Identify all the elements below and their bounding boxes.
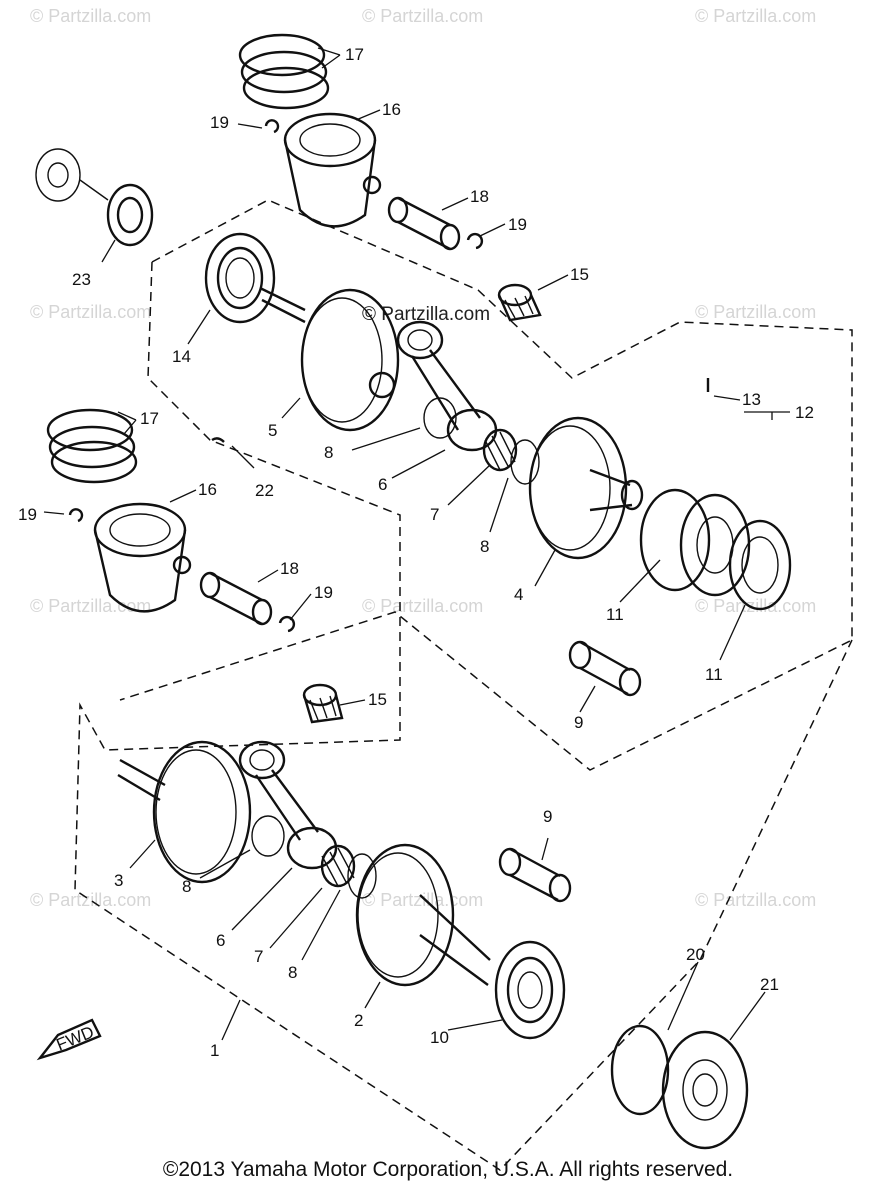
crank-pin-9-upper (568, 640, 642, 697)
copyright-notice: ©2013 Yamaha Motor Corporation, U.S.A. A… (162, 1158, 734, 1181)
watermark-center: © Partzilla.com (362, 304, 490, 325)
watermark: © Partzilla.com (30, 6, 151, 26)
callout-5: 5 (268, 421, 277, 440)
watermark: © Partzilla.com (30, 596, 151, 616)
main-bearing-10 (494, 940, 566, 1040)
callout-8: 8 (288, 963, 297, 982)
piston-upper (264, 112, 382, 228)
callout-8: 8 (480, 537, 489, 556)
callout-20: 20 (686, 945, 705, 964)
callout-18: 18 (280, 559, 299, 578)
connecting-rod-lower (238, 740, 338, 870)
callout-13: 13 (742, 390, 761, 409)
callout-6: 6 (216, 931, 225, 950)
callout-10: 10 (430, 1028, 449, 1047)
oil-seal-23 (35, 148, 154, 247)
watermark: © Partzilla.com (362, 890, 483, 910)
callout-23: 23 (72, 270, 91, 289)
needle-bearing-lower (302, 683, 344, 724)
callout-9: 9 (574, 713, 583, 732)
fwd-arrow-icon: FWD (36, 1018, 102, 1061)
main-bearing-14 (204, 232, 276, 324)
piston-lower (68, 502, 192, 613)
callout-14: 14 (172, 347, 191, 366)
callout-7: 7 (430, 505, 439, 524)
crank-wheel-3 (117, 740, 252, 884)
callout-21: 21 (760, 975, 779, 994)
piston-rings-lower (46, 408, 138, 484)
watermark: © Partzilla.com (695, 890, 816, 910)
piston-pin-upper (387, 196, 484, 251)
circlip-20 (610, 1024, 670, 1116)
callout-19: 19 (508, 215, 527, 234)
key-22 (211, 437, 225, 443)
crank-wheel-2 (355, 843, 491, 987)
watermark: © Partzilla.com (695, 596, 816, 616)
callout-15: 15 (570, 265, 589, 284)
crank-wheel-5 (259, 286, 400, 432)
needle-bearing-upper (497, 283, 542, 322)
callout-2: 2 (354, 1011, 363, 1030)
callout-6: 6 (378, 475, 387, 494)
callout-19: 19 (18, 505, 37, 524)
callouts: 17 17 16 16 19 19 19 19 18 18 15 15 23 1… (18, 45, 814, 1060)
callout-12: 12 (795, 403, 814, 422)
piston-pin-lower (199, 571, 296, 633)
center-bearing-12 (639, 378, 792, 611)
watermark: © Partzilla.com (362, 596, 483, 616)
watermark: © Partzilla.com (30, 890, 151, 910)
watermark: © Partzilla.com (695, 6, 816, 26)
callout-9: 9 (543, 807, 552, 826)
assembly-outlines (74, 199, 853, 1171)
needle-bearing-7-upper (482, 428, 540, 485)
callout-7: 7 (254, 947, 263, 966)
cover-21 (661, 1030, 749, 1150)
callout-18: 18 (470, 187, 489, 206)
callout-19: 19 (314, 583, 333, 602)
fwd-label: FWD (54, 1022, 97, 1054)
leader-lines (43, 47, 790, 1041)
piston-rings-upper (238, 33, 330, 110)
callout-8: 8 (182, 877, 191, 896)
watermark: © Partzilla.com (362, 6, 483, 26)
callout-11: 11 (705, 665, 723, 684)
callout-8: 8 (324, 443, 333, 462)
callout-22: 22 (255, 481, 274, 500)
callout-17: 17 (140, 409, 159, 428)
callout-15: 15 (368, 690, 387, 709)
callout-1: 1 (210, 1041, 219, 1060)
callout-17: 17 (345, 45, 364, 64)
watermark: © Partzilla.com (695, 302, 816, 322)
watermark: © Partzilla.com (30, 302, 151, 322)
callout-4: 4 (514, 585, 523, 604)
callout-19: 19 (210, 113, 229, 132)
callout-16: 16 (198, 480, 217, 499)
callout-3: 3 (114, 871, 123, 890)
crank-wheel-4 (528, 416, 644, 560)
needle-bearing-7-lower (320, 844, 377, 899)
crank-pin-9-lower (498, 847, 572, 903)
callout-16: 16 (382, 100, 401, 119)
callout-11: 11 (606, 605, 624, 624)
